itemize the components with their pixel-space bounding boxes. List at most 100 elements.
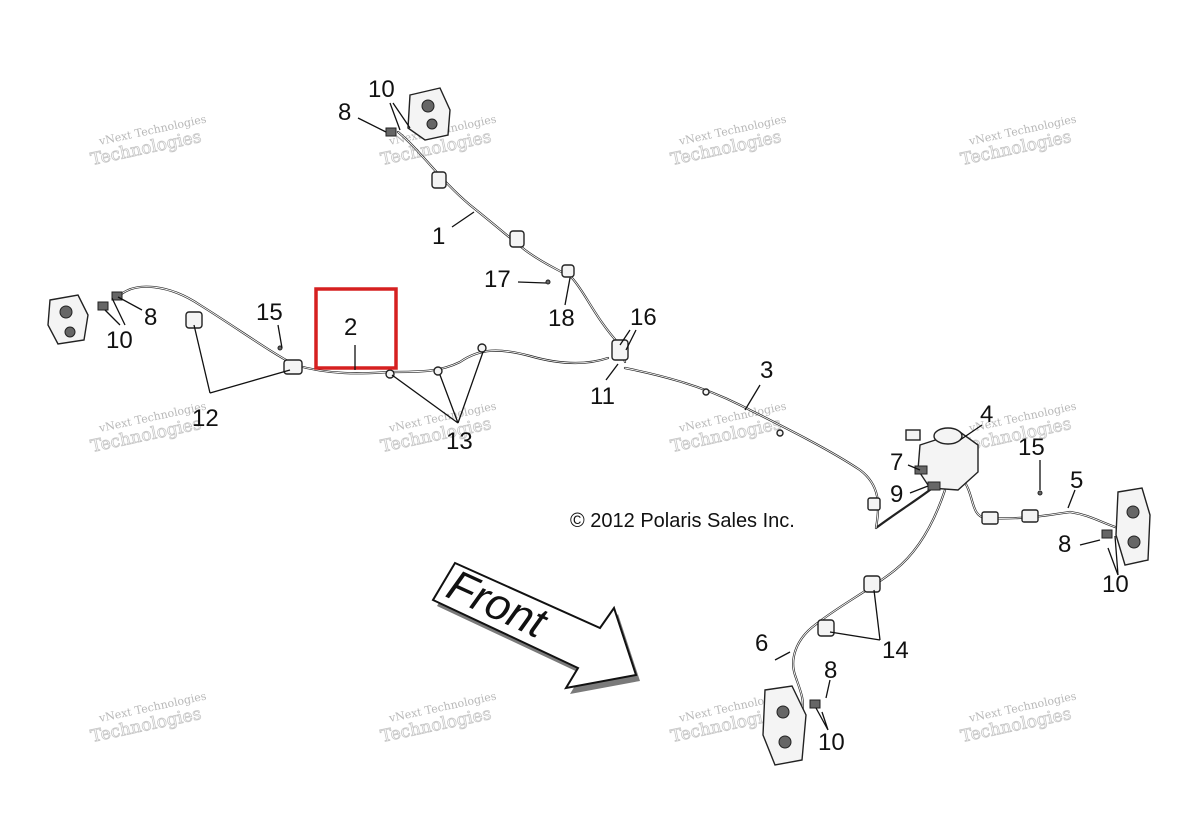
- screw: [1037, 490, 1043, 496]
- hose-clip: [981, 511, 999, 525]
- banjo-bolt: [111, 291, 123, 301]
- hose-clip: [863, 575, 881, 593]
- callout-8: 8: [824, 657, 837, 684]
- front-arrow-body: [431, 561, 638, 690]
- callout-15: 15: [256, 299, 283, 326]
- leader-lines: [104, 102, 1119, 731]
- caliper-piston: [776, 705, 790, 719]
- leader: [451, 211, 475, 228]
- caliper-piston: [1126, 505, 1140, 519]
- hose-clip: [817, 619, 835, 637]
- leader: [959, 424, 983, 441]
- caliper-piston: [1127, 535, 1141, 549]
- callout-1: 1: [432, 223, 445, 250]
- hose-clips: [185, 171, 1043, 637]
- callouts: 10 8 1 17 18 16 15 2 8 10 3 11 12 13 4 7…: [106, 76, 1129, 756]
- leader: [277, 324, 283, 349]
- caliper-piston: [421, 99, 435, 113]
- callout-14: 14: [882, 637, 909, 664]
- callout-13: 13: [446, 428, 473, 455]
- banjo-bolt: [809, 699, 821, 709]
- leader: [117, 296, 143, 311]
- leader: [193, 324, 291, 394]
- copyright-text: © 2012 Polaris Sales Inc.: [570, 510, 795, 532]
- caliper-body: [47, 294, 89, 345]
- callout-6: 6: [755, 630, 768, 657]
- hose-clip: [1021, 509, 1039, 523]
- caliper-body: [762, 685, 807, 766]
- banjo-bolt: [914, 465, 928, 475]
- leader: [605, 363, 619, 381]
- leader: [815, 707, 829, 731]
- callout-5: 5: [1070, 467, 1083, 494]
- banjo-bolt: [97, 301, 109, 311]
- callout-3: 3: [760, 357, 773, 384]
- callout-4: 4: [980, 401, 993, 428]
- caliper-left: [47, 291, 123, 345]
- callout-10: 10: [818, 729, 845, 756]
- callout-11: 11: [590, 383, 615, 410]
- watermark: vNext Technologies Technologies: [668, 112, 787, 170]
- callout-15: 15: [1018, 434, 1045, 461]
- leader: [517, 281, 547, 284]
- watermark: vNext Technologies Technologies: [958, 112, 1077, 170]
- brake-hose-6: [792, 488, 947, 714]
- watermark: vNext Technologies Technologies: [668, 399, 787, 457]
- leader: [1107, 535, 1119, 576]
- hose-clip: [283, 359, 303, 375]
- caliper-piston: [778, 735, 792, 749]
- master-cylinder-port: [905, 429, 921, 441]
- caliper-bottom: [762, 685, 821, 766]
- leader: [564, 277, 571, 306]
- leader: [389, 102, 411, 131]
- junction-fitting: [611, 339, 629, 361]
- callout-9: 9: [890, 481, 903, 508]
- hose-clip: [433, 366, 443, 376]
- leader: [909, 485, 929, 494]
- hose-clip: [561, 264, 575, 278]
- caliper-right: [1101, 487, 1151, 566]
- hose-clip: [867, 497, 881, 511]
- leader: [391, 351, 484, 424]
- caliper-body: [407, 87, 451, 141]
- caliper-top: [385, 87, 451, 141]
- callout-8: 8: [338, 99, 351, 126]
- hose-clip: [702, 388, 710, 396]
- banjo-bolt: [927, 481, 941, 491]
- caliper-piston: [426, 118, 438, 130]
- front-arrow: Front: [431, 561, 640, 694]
- leader: [774, 651, 791, 661]
- watermark: vNext Technologies Technologies: [378, 399, 497, 457]
- hose-clip: [185, 311, 203, 329]
- callout-17: 17: [484, 266, 511, 293]
- callout-10: 10: [106, 327, 133, 354]
- caliper-body: [1115, 487, 1151, 566]
- hose-clip: [431, 171, 447, 189]
- leader: [357, 117, 387, 133]
- leader: [104, 297, 126, 326]
- leader: [619, 329, 637, 351]
- reservoir-cap: [933, 427, 963, 445]
- front-label: Front: [440, 561, 555, 649]
- callout-7: 7: [890, 449, 903, 476]
- banjo-bolt: [1101, 529, 1113, 539]
- watermark: vNext Technologies Technologies: [88, 112, 207, 170]
- caliper-piston: [64, 326, 76, 338]
- callout-10: 10: [1102, 571, 1129, 598]
- leader: [1067, 489, 1076, 509]
- leader: [907, 464, 921, 471]
- callout-8: 8: [144, 304, 157, 331]
- callout-2: 2: [344, 314, 357, 341]
- callout-18: 18: [548, 305, 575, 332]
- leader: [1079, 539, 1101, 546]
- hose-clip: [385, 369, 395, 379]
- leader: [744, 384, 761, 411]
- caliper-piston: [59, 305, 73, 319]
- callout-8: 8: [1058, 531, 1071, 558]
- leader: [829, 589, 881, 641]
- callout-10: 10: [368, 76, 395, 103]
- hose-clip: [509, 230, 525, 248]
- banjo-bolt: [385, 127, 397, 137]
- callout-16: 16: [630, 304, 657, 331]
